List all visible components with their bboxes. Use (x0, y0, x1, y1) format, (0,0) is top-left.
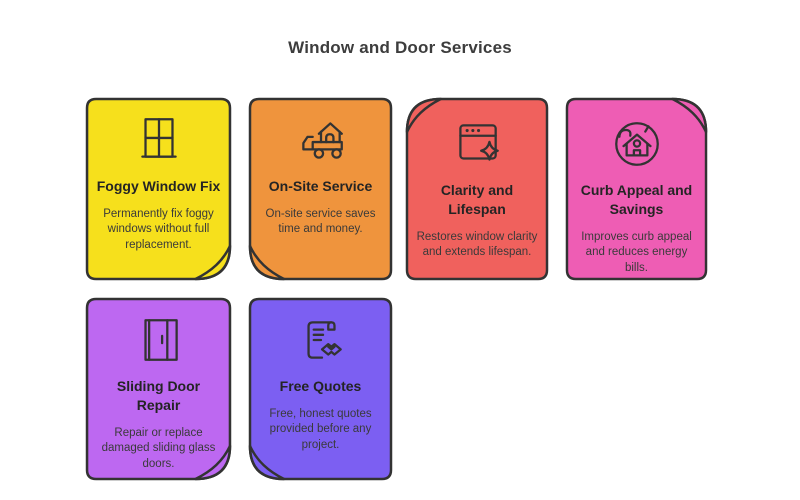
card-content: Foggy Window Fix Permanently fix foggy w… (85, 97, 232, 281)
card-description: Repair or replace damaged sliding glass … (101, 426, 216, 470)
window-icon (140, 118, 177, 158)
note-fold (405, 97, 442, 134)
sticky-note-shape (248, 97, 393, 281)
page-title: Window and Door Services (288, 38, 512, 57)
card-curb-appeal-and-savings: Curb Appeal and Savings Improves curb ap… (565, 97, 708, 281)
sticky-note-shape (85, 97, 232, 281)
card-on-site-service: On-Site Service On-site service saves ti… (248, 97, 393, 281)
sticky-note-shape (248, 297, 393, 481)
note-fold (248, 244, 286, 281)
card-content: Clarity and Lifespan Restores window cla… (405, 97, 549, 281)
card-content: On-Site Service On-site service saves ti… (248, 97, 393, 281)
sticky-note-shape (405, 97, 549, 281)
sticky-note-shape (565, 97, 708, 281)
note-fold (248, 444, 286, 481)
card-title: Free Quotes (279, 378, 362, 394)
sticky-note-shape (85, 297, 232, 481)
card-clarity-and-lifespan: Clarity and Lifespan Restores window cla… (405, 97, 549, 281)
card-foggy-window-fix: Foggy Window Fix Permanently fix foggy w… (85, 97, 232, 281)
card-content: Curb Appeal and Savings Improves curb ap… (565, 97, 708, 281)
card-description: Improves curb appeal and reduces energy … (581, 230, 692, 274)
note-fold (671, 97, 708, 134)
card-title: Clarity and Lifespan (440, 182, 514, 217)
truck-house-icon (301, 122, 343, 159)
card-description: Permanently fix foggy windows without fu… (103, 207, 214, 251)
sliding-door-icon (143, 319, 178, 361)
card-title: Foggy Window Fix (96, 178, 221, 194)
house-globe-icon (614, 122, 659, 166)
card-free-quotes: Free Quotes Free, honest quotes provided… (248, 297, 393, 481)
card-title: On-Site Service (268, 178, 373, 194)
note-body (248, 97, 393, 281)
card-content: Sliding Door Repair Repair or replace da… (85, 297, 232, 481)
card-sliding-door-repair: Sliding Door Repair Repair or replace da… (85, 297, 232, 481)
document-handshake-icon (306, 321, 342, 359)
card-title: Sliding Door Repair (116, 378, 201, 413)
card-content: Free Quotes Free, honest quotes provided… (248, 297, 393, 481)
card-description: Free, honest quotes provided before any … (269, 407, 372, 451)
note-fold (194, 244, 232, 281)
note-fold (194, 444, 232, 481)
card-title: Curb Appeal and Savings (580, 182, 693, 217)
window-sparkle-icon (459, 124, 499, 161)
note-body (248, 297, 393, 481)
card-description: Restores window clarity and extends life… (416, 230, 538, 259)
card-description: On-site service saves time and money. (265, 207, 376, 236)
